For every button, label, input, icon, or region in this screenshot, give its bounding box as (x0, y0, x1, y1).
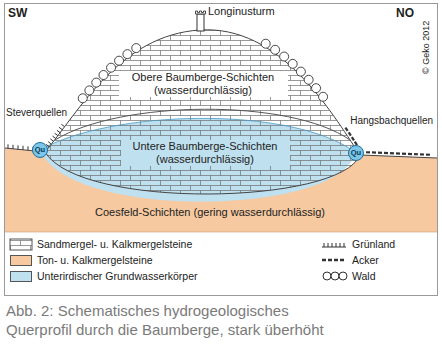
figure-caption: Abb. 2: Schematisches hydrogeologisches … (6, 301, 356, 339)
legend-label: Ton- u. Kalkmergelsteine (37, 254, 153, 267)
layer-label: Coesfeld-Schichten (gering wasserdurchlä… (93, 206, 327, 219)
tree-symbol (261, 39, 270, 48)
legend-label: Wald (352, 270, 376, 283)
brick-pattern (0, 0, 442, 240)
grassland-symbol (48, 142, 51, 144)
tower-symbol (196, 11, 206, 31)
field-symbol (414, 153, 418, 155)
legend-label: Grünland (352, 238, 395, 251)
field-symbol (322, 259, 346, 262)
grassland-symbol (53, 136, 56, 138)
spring-label: Steverquellen (6, 107, 67, 119)
field-symbol (378, 152, 382, 154)
landmark-label: Longinusturm (208, 5, 275, 18)
tree-symbol (132, 44, 141, 53)
hill-outline (45, 30, 360, 194)
spring-symbol: Qu (348, 145, 364, 161)
grassland-symbol (13, 145, 14, 149)
grassland-symbol (59, 127, 62, 129)
section-base (5, 232, 437, 233)
field-symbol (420, 153, 424, 155)
forest-symbol (323, 272, 331, 280)
grassland-symbol (23, 146, 24, 150)
field-symbol (390, 152, 394, 154)
tree-symbol (107, 63, 116, 72)
spring-code: Qu (351, 149, 361, 157)
tree-symbol (296, 67, 305, 76)
tree-symbol (99, 71, 108, 80)
tower-top (196, 11, 206, 14)
tree-symbol (280, 52, 289, 61)
direction-label: NO (396, 6, 414, 20)
grassland-symbol (18, 145, 19, 149)
spring-label: Hangsbachquellen (350, 115, 433, 127)
field-symbol (426, 153, 430, 155)
field-symbol (372, 151, 376, 153)
tree-symbol (312, 84, 321, 93)
field-symbol (408, 153, 412, 155)
spring-code: Qu (35, 146, 45, 154)
tree-symbol (85, 86, 94, 95)
grassland-symbol (55, 133, 58, 135)
legend-label: Unterirdischer Grundwasserkörper (37, 270, 197, 283)
legend-label: Acker (352, 254, 379, 267)
legend-brick-ground (10, 239, 32, 250)
copyright-note: © Geko 2012 (421, 21, 432, 74)
tree-symbol (115, 56, 124, 65)
field-symbol (345, 128, 347, 131)
tree-symbol (92, 78, 101, 87)
grassland-symbol (322, 243, 346, 247)
tree-symbol (288, 59, 297, 68)
layer-label: Untere Baumberge-Schichten (wasserdurchl… (121, 140, 290, 166)
field-symbol (402, 153, 406, 155)
grassland-symbol (50, 139, 53, 141)
tree-symbol (78, 94, 87, 103)
field-symbol (396, 152, 400, 154)
tree-symbol (304, 75, 313, 84)
grassland-symbol (57, 130, 60, 132)
legend-swatch (10, 255, 32, 266)
field-symbol (349, 132, 351, 135)
grassland-symbol (28, 146, 29, 150)
tree-symbol (271, 45, 280, 54)
field-symbol (352, 137, 354, 140)
tree-symbol (123, 50, 132, 59)
layer-label: Obere Baumberge-Schichten (wasserdurchlä… (119, 71, 288, 97)
legend-swatch (10, 271, 32, 282)
legend-label: Sandmergel- u. Kalkmergelsteine (37, 238, 192, 251)
tower-body (197, 14, 204, 31)
tree-symbol (319, 92, 328, 101)
forest-symbol (331, 272, 339, 280)
layer-boundary (55, 109, 350, 140)
vegetation (8, 39, 430, 155)
field-symbol (384, 152, 388, 154)
direction-label: SW (8, 6, 27, 20)
field-symbol (366, 151, 370, 153)
legend-brick-swatch (10, 239, 32, 250)
forest-symbol (339, 272, 347, 280)
grassland-symbol (8, 144, 9, 148)
grassland-symbol (61, 124, 64, 126)
spring-symbol: Qu (32, 142, 48, 158)
